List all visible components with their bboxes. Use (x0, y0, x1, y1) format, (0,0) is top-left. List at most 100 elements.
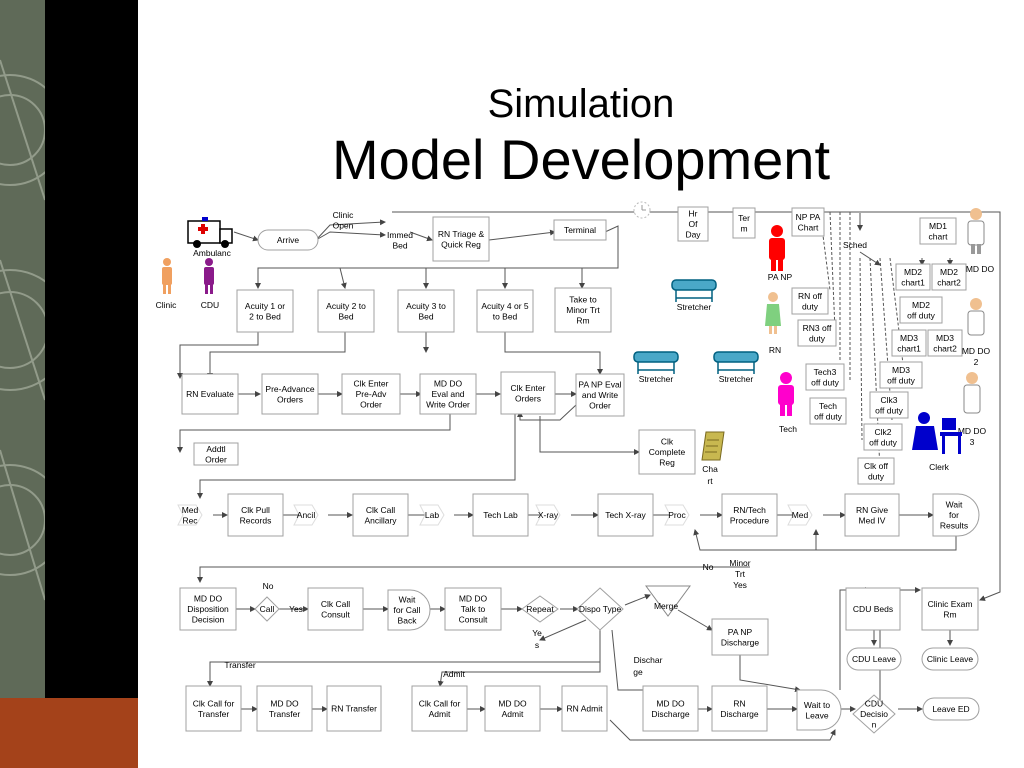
cdu-beds-text: CDU Beds (853, 604, 893, 614)
orange-corner-block (0, 698, 138, 768)
globe-pattern (0, 59, 45, 601)
clinic-leave-node: Clinic Leave (921, 647, 979, 671)
rn-tech-procedure-text: Procedure (730, 515, 769, 525)
clk-complete-reg-text: Reg (659, 458, 675, 468)
rn-transfer-node: RN Transfer (326, 685, 382, 732)
med-node: Med (787, 504, 813, 526)
tech-xray-box (597, 493, 654, 537)
acuity-2-text: Bed (338, 311, 353, 321)
immed-bed-text: Bed (392, 240, 407, 250)
acuity-1-2-text: Acuity 1 or (245, 301, 285, 311)
clk-call-admit-text: Admit (429, 709, 451, 719)
clk-enter-pre-adv-text: Clk Enter (354, 379, 389, 389)
clk-off-duty-text: Clk off (864, 461, 889, 471)
clinic-leave-text: Clinic Leave (927, 654, 974, 664)
rn-label: RN (769, 345, 781, 355)
stretcher-label-1: Stretcher (677, 302, 712, 312)
tech-lab-node: Tech Lab (472, 493, 529, 537)
tech3-off-duty-text: Tech3 (814, 367, 837, 377)
rn-triage-text: RN Triage & (438, 229, 485, 239)
cdu-decision-text: CDU (865, 699, 883, 709)
md-do-label: MD DO (966, 264, 995, 274)
clk-complete-reg-text: Complete (649, 447, 686, 457)
clk-pull-records-text: Clk Pull (241, 505, 270, 515)
tech-xray-text: Tech X-ray (605, 510, 646, 520)
stretcher-label-2: Stretcher (639, 374, 674, 384)
lab-node: Lab (419, 504, 445, 526)
minor-trt-a: Minor (729, 558, 750, 568)
md-do-transfer-text: Transfer (269, 709, 301, 719)
clk-call-admit-text: Clk Call for (419, 698, 461, 708)
minor-trt-b: Trt (735, 569, 746, 579)
slide-title: Simulation Model Development (138, 80, 1024, 192)
tech3-off-duty-text: off duty (811, 377, 839, 387)
call-decision-text: Call (260, 604, 275, 614)
clinic-person-icon (162, 258, 172, 294)
pre-advance-text: Pre-Advance (265, 384, 314, 394)
md-do-disposition-box (179, 587, 237, 631)
dispo-type-decision: Dispo Type (576, 587, 624, 631)
rn-give-med-text: RN Give (856, 505, 888, 515)
md3-off-duty-text: MD3 (892, 365, 910, 375)
cdu-leave-text: CDU Leave (852, 654, 896, 664)
np-pa-chart-text: Chart (798, 222, 819, 232)
no-label-1: No (263, 581, 274, 591)
md3-chart2-text: chart2 (933, 343, 957, 353)
clk-enter-orders-text: Orders (515, 393, 541, 403)
tech3-off-duty-box (805, 363, 845, 391)
rn-tech-procedure-text: RN/Tech (733, 505, 766, 515)
rn-admit-node: RN Admit (561, 685, 608, 732)
clk-call-ancillary-box (352, 493, 409, 537)
rn-discharge-text: RN (733, 698, 745, 708)
rn3-off-duty-box (797, 319, 837, 347)
chart-label-a: Cha (702, 464, 718, 474)
immed-bed-text: Immed (387, 230, 413, 240)
rn-evaluate-text: RN Evaluate (186, 389, 234, 399)
md-do-discharge-box (642, 685, 699, 732)
md-do-transfer-box (256, 685, 313, 732)
pa-np-person-icon (769, 225, 785, 271)
clk-call-ancillary-text: Ancillary (364, 515, 397, 525)
sched-node: Sched (843, 240, 867, 250)
clk-complete-reg-text: Clk (661, 437, 674, 447)
cdu-beds-node: CDU Beds (845, 587, 901, 631)
md2-off-duty-box (899, 296, 943, 324)
x-ray-text: X-ray (538, 510, 559, 520)
med-rec-text: Rec (182, 515, 198, 525)
hr-of-day-text: Hr (689, 209, 698, 219)
tech-off-duty-text: off duty (814, 411, 842, 421)
md1-chart-text: MD1 (929, 221, 947, 231)
md-do-transfer-text: MD DO (270, 698, 299, 708)
transfer-label: Transfer (224, 660, 256, 670)
terminal-box (553, 219, 607, 241)
pa-np-label: PA NP (768, 272, 793, 282)
acuity-4-5-box (476, 289, 534, 333)
cdu-person-label: CDU (201, 300, 219, 310)
chart-label-b: rt (707, 476, 713, 486)
clk-pull-records-text: Records (240, 515, 272, 525)
md2-chart1-text: MD2 (904, 267, 922, 277)
merge-text: Merge (654, 601, 678, 611)
clk2-off-duty-text: off duty (869, 437, 897, 447)
clinic-exam-rm-box (921, 587, 979, 631)
clk-call-transfer-text: Transfer (198, 709, 230, 719)
md2-off-duty-text: off duty (907, 310, 935, 320)
md2-chart2-text: MD2 (940, 267, 958, 277)
